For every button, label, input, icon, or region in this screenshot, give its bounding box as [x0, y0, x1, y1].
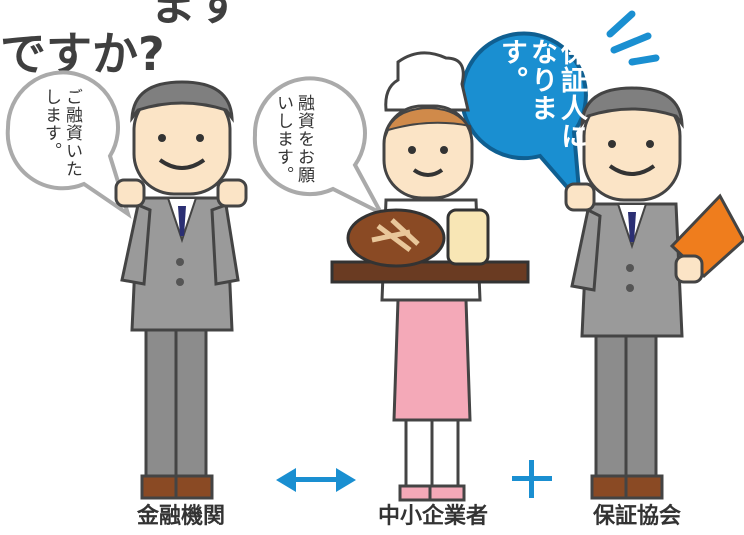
emphasis-marks-icon [606, 10, 660, 66]
speech-bubble-bank [5, 70, 132, 219]
heading: ますで ですか? [0, 0, 240, 96]
label-business: 中小企業者 [377, 504, 488, 529]
bubble-text-guarantee: 保証人になります。 [496, 38, 587, 150]
bubble-text-business: 融資をお願いします。 [273, 94, 314, 184]
heading-line-2: ですか? [0, 27, 165, 81]
speech-bubble-guarantee [459, 31, 588, 208]
heading-line-1: ますで [150, 0, 240, 31]
label-bank: 金融機関 [136, 504, 225, 529]
plus-icon [512, 460, 552, 498]
bubble-text-bank: ご融資いたします。 [41, 88, 82, 178]
guarantee-staff-figure [564, 86, 744, 500]
double-arrow-icon [276, 468, 356, 492]
speech-bubble-business [252, 76, 386, 218]
business-owner-figure [330, 51, 530, 502]
bank-staff-figure [114, 80, 248, 500]
label-guarantee: 保証協会 [592, 504, 681, 529]
